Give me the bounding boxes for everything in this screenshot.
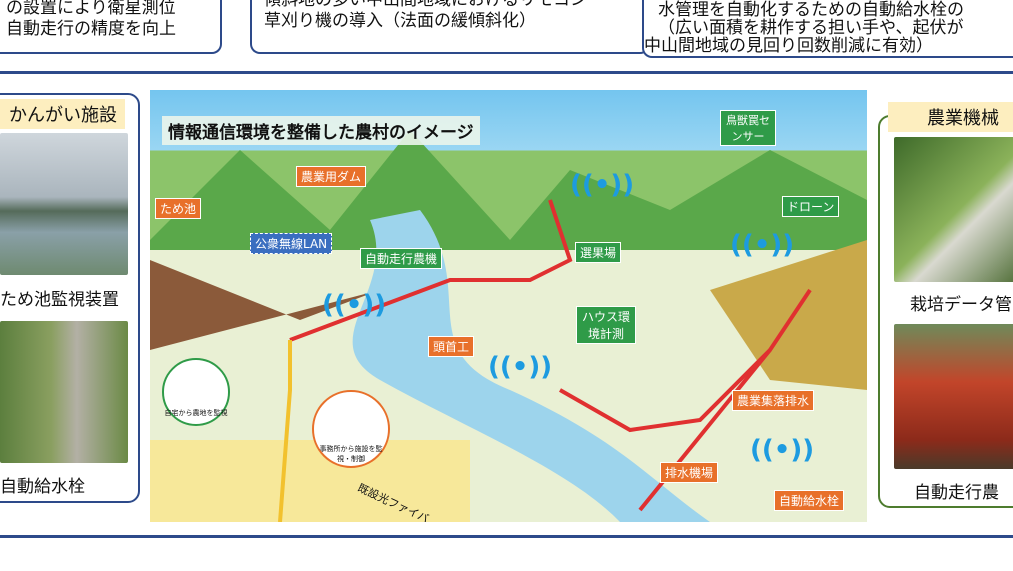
fiber-line (278, 340, 292, 522)
photo-caption: ため池監視装置 (0, 290, 119, 310)
cultivation-data-photo (894, 137, 1013, 282)
photo-caption: 栽培データ管 (910, 295, 1012, 315)
top-box-text: 中山間地域の見回り回数削減に有効） (644, 36, 933, 56)
top-box-text: 水管理を自動化するための自動給水栓の (658, 0, 964, 20)
wifi-icon: ((•)) (322, 290, 387, 320)
top-box-left: の設置により衛星測位 自動走行の精度を向上 (0, 0, 222, 54)
label-sorting: 選果場 (575, 242, 622, 263)
top-box-text: （広い面積を耕作する担い手や、起伏が (658, 18, 964, 38)
left-panel: かんがい施設 ため池監視装置 自動給水栓 (0, 93, 140, 503)
wifi-icon: ((•)) (570, 170, 635, 200)
wifi-icon: ((•)) (750, 435, 815, 465)
label-public-wifi: 公衆無線LAN (250, 233, 333, 254)
terraced-fields (150, 260, 380, 350)
right-panel: 農業機械 栽培データ管 自動走行農 (878, 102, 1013, 508)
divider (0, 71, 1013, 74)
network-line (638, 348, 772, 512)
map-title: 情報通信環境を整備した農村のイメージ (162, 116, 480, 145)
auto-tractor-photo (894, 324, 1013, 469)
top-box-text: 傾斜地の多い中山間地域におけるリモコン (264, 0, 587, 10)
panel-title: かんがい施設 (0, 99, 125, 129)
wifi-icon: ((•)) (488, 352, 553, 382)
label-headworks: 頭首工 (428, 336, 475, 357)
network-line (559, 288, 812, 433)
photo-caption: 自動走行農 (914, 483, 999, 503)
label-house: ハウス環境計測 (576, 306, 636, 344)
network-line (289, 199, 573, 342)
label-valve: 自動給水栓 (774, 490, 845, 511)
village-illustration: 情報通信環境を整備した農村のイメージ ため池 農業用ダム 公衆無線LAN 自動走… (150, 90, 867, 522)
water-valve-photo (0, 321, 128, 463)
top-box-middle: 傾斜地の多い中山間地域におけるリモコン 草刈り機の導入（法面の緩傾斜化） (250, 0, 650, 54)
top-box-text: 草刈り機の導入（法面の緩傾斜化） (264, 11, 536, 31)
label-tameike: ため池 (155, 198, 202, 219)
label-dam: 農業用ダム (296, 166, 367, 187)
bubble-office: 事務所から施設を監視・制御 (312, 390, 390, 468)
bubble-home: 自宅から農地を監視 (162, 358, 230, 426)
top-box-right: 水管理を自動化するための自動給水栓の （広い面積を耕作する担い手や、起伏が 中山… (642, 0, 1013, 58)
wifi-icon: ((•)) (730, 230, 795, 260)
label-trap-sensor: 鳥獣罠センサー (720, 110, 776, 146)
divider (0, 535, 1013, 538)
photo-caption: 自動給水栓 (0, 477, 85, 497)
top-box-text: 自動走行の精度を向上 (6, 19, 176, 39)
label-sewage: 農業集落排水 (732, 390, 815, 411)
river (352, 210, 710, 522)
label-pump: 排水機場 (660, 462, 719, 483)
panel-title: 農業機械 (888, 102, 1013, 132)
label-drone: ドローン (782, 196, 840, 217)
terraces-right (710, 240, 867, 390)
top-box-text: の設置により衛星測位 (6, 0, 176, 18)
pond-monitor-photo (0, 133, 128, 275)
label-auto-machine: 自動走行農機 (360, 248, 443, 269)
